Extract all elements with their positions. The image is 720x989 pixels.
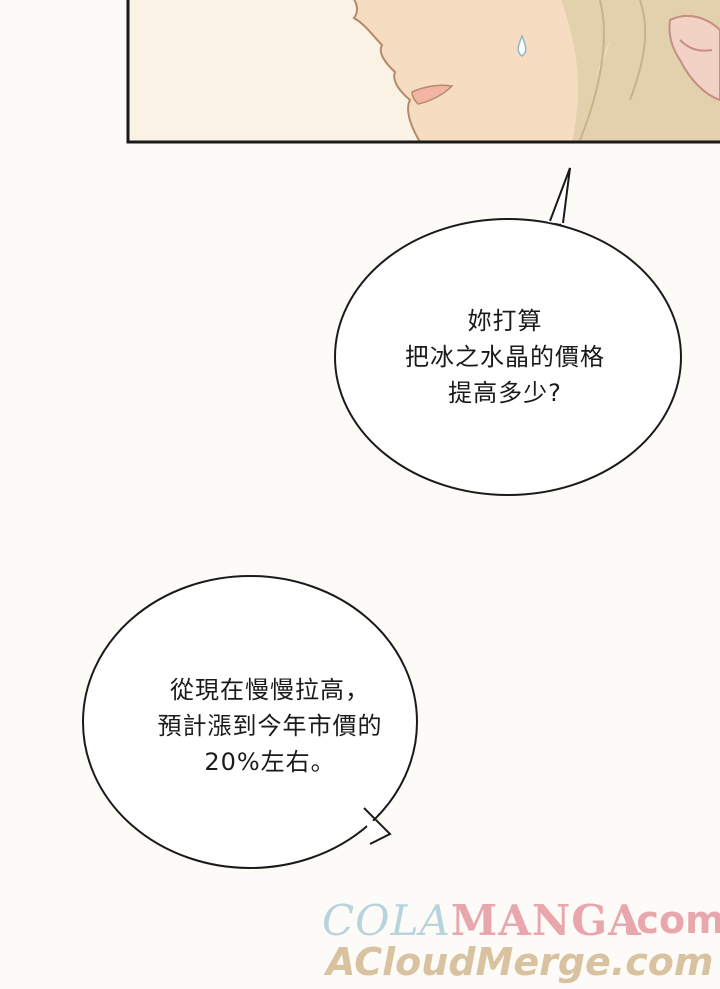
bubble-2-text: 從現在慢慢拉高， 預計漲到今年市價的 20%左右。 (110, 672, 430, 780)
bubble-tail-fill (362, 812, 390, 840)
watermark-brand-a: COLA (322, 896, 451, 945)
bubble-outline (334, 218, 682, 496)
bubble-line: 提高多少? (448, 379, 562, 407)
hair-strand (579, 0, 605, 141)
speech-bubble-2 (82, 575, 418, 869)
watermark-brand-b: MANGA (450, 896, 642, 945)
hand-shape (668, 14, 720, 102)
face-outline (352, 0, 421, 143)
bubble-line: 從現在慢慢拉高， (170, 676, 370, 704)
watermark-brand: COLAMANGA (322, 896, 642, 945)
finger-line (679, 39, 713, 52)
watermark-dotcom: .com (622, 898, 720, 942)
hair-strand (629, 0, 647, 101)
speech-bubble-1 (334, 167, 682, 496)
bubble-line: 妳打算 (467, 307, 543, 335)
bubble-line: 預計漲到今年市價的 (157, 712, 383, 740)
bubble-tail-stroke (363, 807, 392, 845)
sweat-drop-icon (517, 33, 527, 57)
mouth (411, 84, 454, 105)
bubble-1-text: 妳打算 把冰之水晶的價格 提高多少? (355, 303, 655, 411)
bubble-line: 20%左右。 (204, 748, 336, 776)
bubble-line: 把冰之水晶的價格 (405, 343, 605, 371)
bubble-tail-stroke (549, 167, 571, 224)
panel-border (126, 0, 720, 144)
watermark-sub: ACloudMerge.com (326, 940, 714, 984)
bubble-outline (82, 575, 418, 869)
top-panel (126, 0, 720, 144)
